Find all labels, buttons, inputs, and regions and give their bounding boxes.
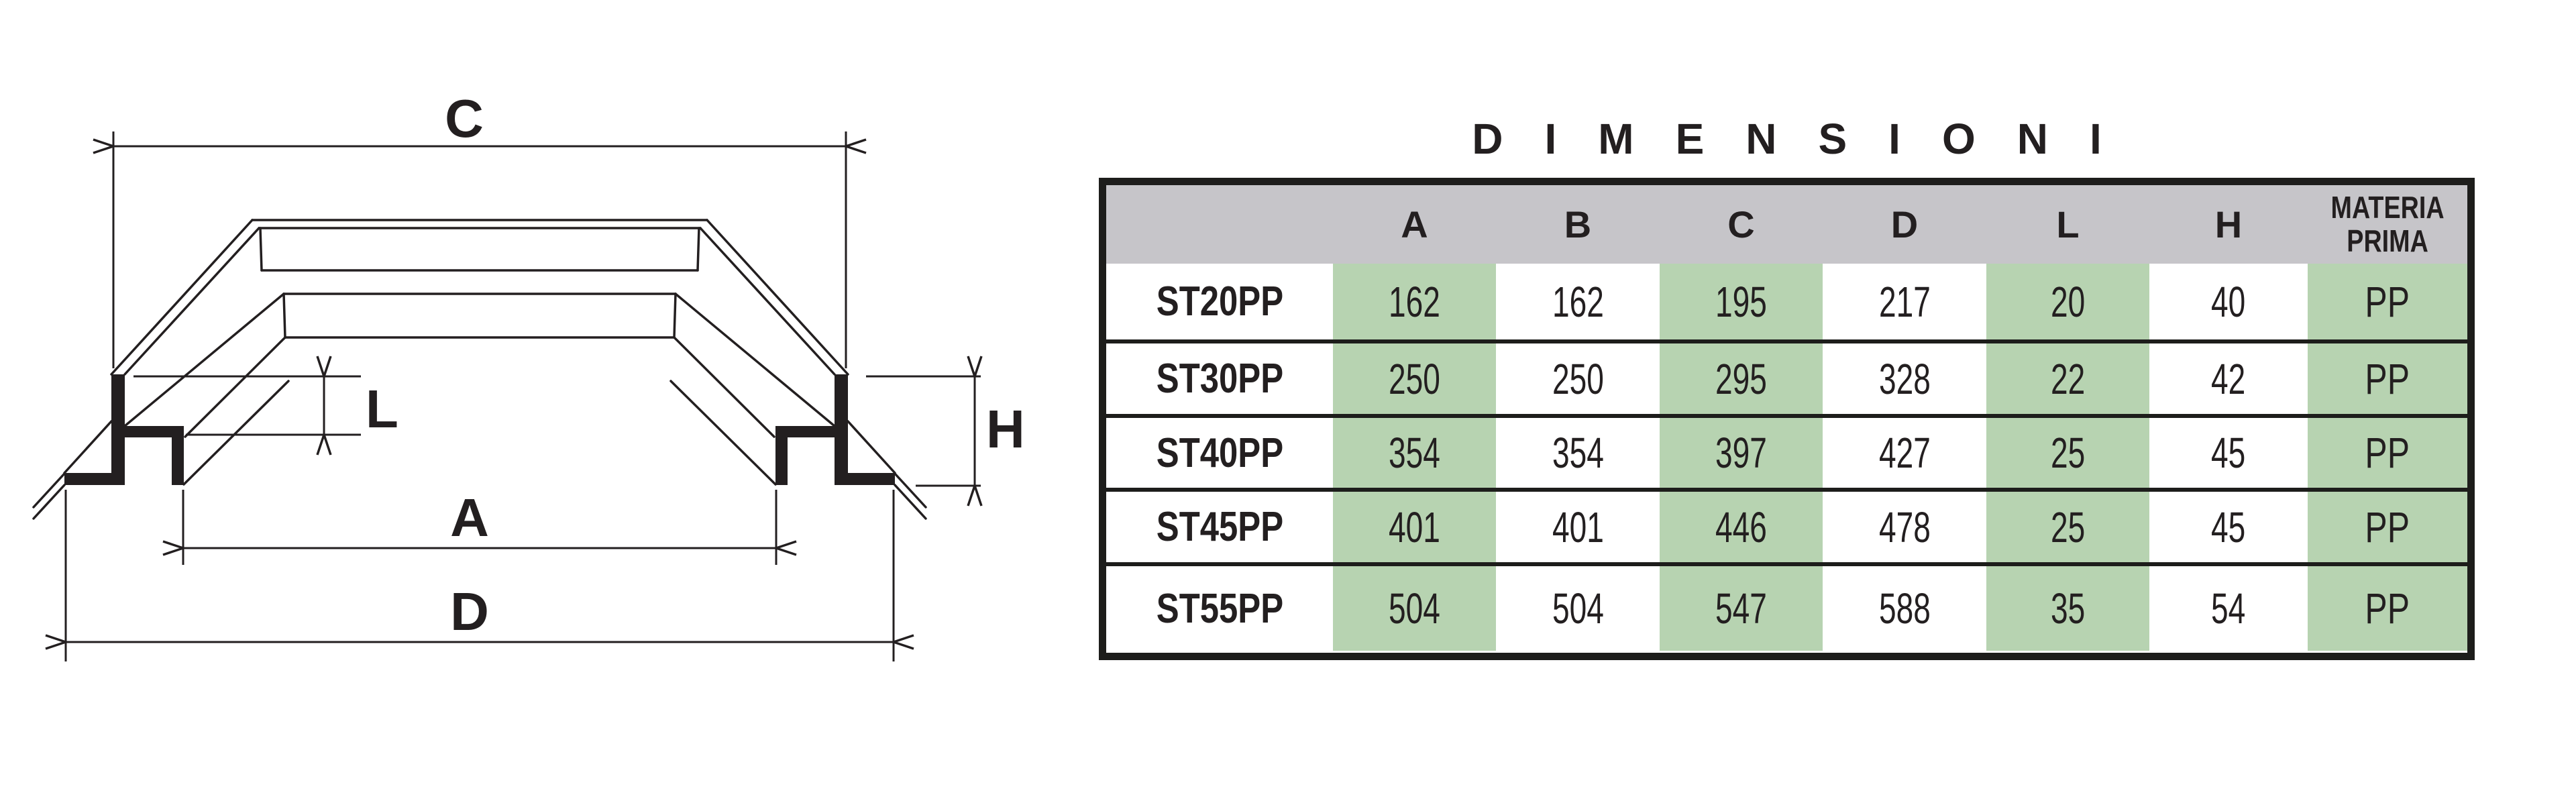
dimension-H (866, 376, 981, 486)
technical-drawing: C L H A D (32, 89, 1025, 661)
header-col-A: A (1333, 185, 1496, 264)
cell-A: 162 (1333, 264, 1496, 339)
cell-D: 328 (1823, 339, 1986, 414)
cell-H: 40 (2211, 277, 2246, 326)
label-A: A (450, 488, 489, 547)
right-section (775, 374, 895, 485)
header-corner-cell (1106, 185, 1333, 264)
cell-D: 478 (1823, 488, 1986, 562)
cell-H: 45 (2149, 488, 2308, 562)
cell-D: 217 (1878, 277, 1931, 326)
cell-L: 35 (1986, 562, 2149, 651)
header-col-materia-prima: MATERIA PRIMA (2308, 185, 2467, 264)
cell-materia: PP (2308, 488, 2467, 562)
header-col-H: H (2149, 185, 2308, 264)
cell-B: 401 (1496, 488, 1660, 562)
dimension-D (66, 490, 894, 661)
dimensions-table: A B C D L H MATERIA PRIMA ST20PP 162 162… (1099, 178, 2475, 660)
label-C: C (445, 89, 484, 148)
materia-line: MATERIA (2330, 189, 2445, 225)
cell-A: 354 (1333, 414, 1496, 488)
cell-A: 401 (1333, 488, 1496, 562)
cell-materia: PP (2308, 264, 2467, 339)
label-H: H (986, 399, 1025, 459)
cell-B: 504 (1496, 562, 1660, 651)
cell-C: 295 (1660, 339, 1823, 414)
cell-C: 547 (1660, 562, 1823, 651)
cell-H: 45 (2149, 414, 2308, 488)
header-col-C: C (1660, 185, 1823, 264)
cell-L: 20 (1986, 264, 2149, 339)
cell-C: 446 (1660, 488, 1823, 562)
cell-D: 588 (1823, 562, 1986, 651)
cell-A: 504 (1333, 562, 1496, 651)
header-col-D: D (1823, 185, 1986, 264)
table-title: DIMENSIONI (1472, 115, 2143, 163)
dimension-L (133, 376, 361, 435)
row-label: ST40PP (1106, 414, 1333, 488)
cell-L: 25 (1986, 488, 2149, 562)
dimension-A (183, 490, 776, 565)
row-label: ST30PP (1106, 339, 1333, 414)
cell-materia: PP (2308, 562, 2467, 651)
label-L: L (366, 379, 398, 439)
cell-B: 354 (1496, 414, 1660, 488)
cell-A: 250 (1333, 339, 1496, 414)
cell-D: 427 (1823, 414, 1986, 488)
header-col-L: L (1986, 185, 2149, 264)
bridge-outline (32, 219, 927, 520)
cell-B: 250 (1496, 339, 1660, 414)
cell-C: 397 (1660, 414, 1823, 488)
profile-cross-sections (64, 374, 895, 485)
row-label: ST20PP (1156, 278, 1283, 325)
left-section (64, 374, 184, 485)
label-D: D (450, 582, 489, 641)
cell-C: 195 (1660, 264, 1823, 339)
cell-materia: PP (2308, 414, 2467, 488)
cell-H: 54 (2149, 562, 2308, 651)
header-col-B: B (1496, 185, 1660, 264)
cell-B: 162 (1552, 277, 1604, 326)
cell-L: 22 (1986, 339, 2149, 414)
prima-line: PRIMA (2347, 223, 2428, 258)
row-label: ST45PP (1106, 488, 1333, 562)
row-label: ST55PP (1106, 562, 1333, 651)
cell-H: 42 (2149, 339, 2308, 414)
dimension-C (113, 131, 846, 368)
cell-materia: PP (2308, 339, 2467, 414)
cell-L: 25 (1986, 414, 2149, 488)
